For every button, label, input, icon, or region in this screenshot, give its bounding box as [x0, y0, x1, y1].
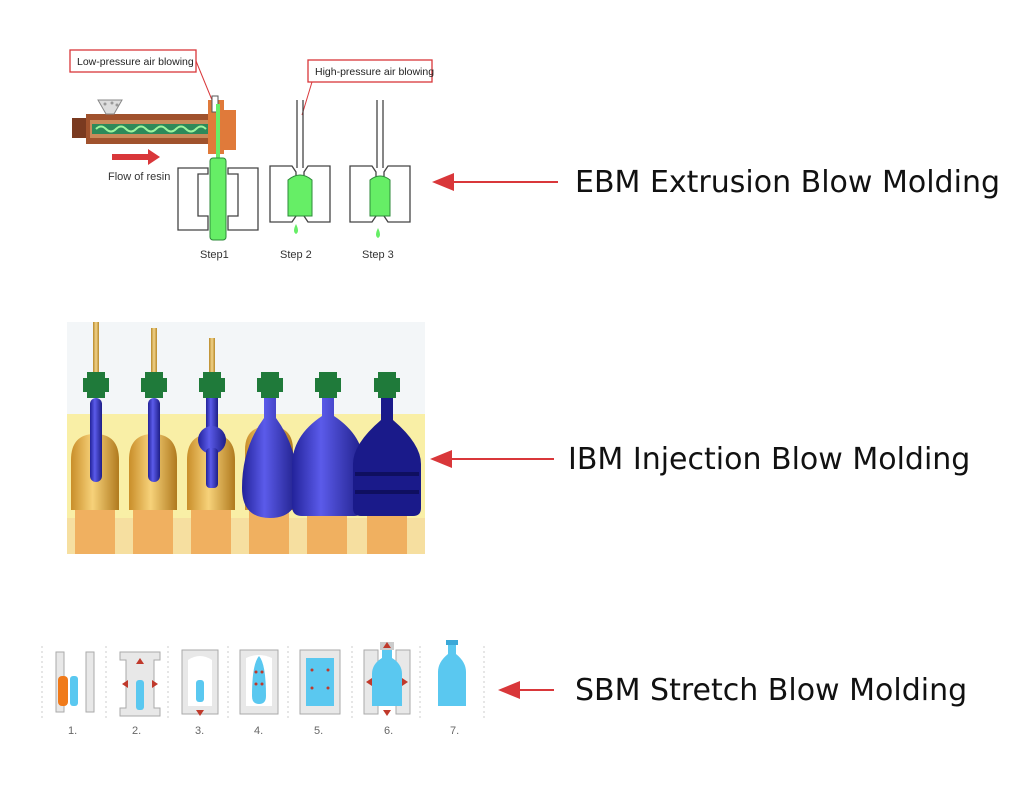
ibm-diagram	[67, 322, 425, 554]
sbm-step-number: 5.	[314, 725, 323, 737]
ebm-step-label: Step 2	[280, 249, 312, 261]
sbm-step5	[299, 649, 341, 715]
sbm-diagram: 1. 2. 3. 4. 5. 6. 7.	[41, 640, 485, 737]
flow-arrow	[112, 149, 160, 165]
ebm-step3-mold	[349, 100, 411, 238]
ibm-caps	[83, 372, 400, 398]
sbm-step-number: 3.	[195, 725, 204, 737]
sbm-step6	[363, 642, 411, 716]
sbm-step4	[239, 649, 279, 715]
ebm-step-label: Step1	[200, 249, 229, 261]
ebm-step1-mold	[177, 157, 259, 241]
flow-of-resin-label: Flow of resin	[108, 171, 170, 183]
ibm-preforms	[90, 398, 421, 518]
high-pressure-label: High-pressure air blowing	[315, 66, 434, 78]
extruder	[72, 95, 236, 164]
ebm-step-label: Step 3	[362, 249, 394, 261]
low-pressure-label: Low-pressure air blowing	[77, 56, 194, 68]
ibm-caption: IBM Injection Blow Molding	[568, 442, 971, 477]
sbm-pointer-arrow	[498, 681, 554, 699]
ebm-diagram: Low-pressure air blowing High-pressure a…	[69, 49, 434, 261]
sbm-step3	[181, 649, 219, 716]
sbm-step7	[438, 640, 466, 706]
ebm-caption: EBM Extrusion Blow Molding	[575, 165, 1000, 200]
sbm-step-number: 7.	[450, 725, 459, 737]
ibm-pointer-arrow	[430, 450, 554, 468]
sbm-step1	[55, 651, 95, 713]
high-pressure-callout	[307, 59, 433, 83]
sbm-step2	[119, 651, 161, 717]
sbm-step-number: 2.	[132, 725, 141, 737]
sbm-step-number: 1.	[68, 725, 77, 737]
ebm-step2-mold	[269, 100, 331, 234]
sbm-caption: SBM Stretch Blow Molding	[575, 673, 968, 708]
sbm-step-number: 6.	[384, 725, 393, 737]
sbm-step-number: 4.	[254, 725, 263, 737]
ebm-pointer-arrow	[432, 173, 558, 191]
